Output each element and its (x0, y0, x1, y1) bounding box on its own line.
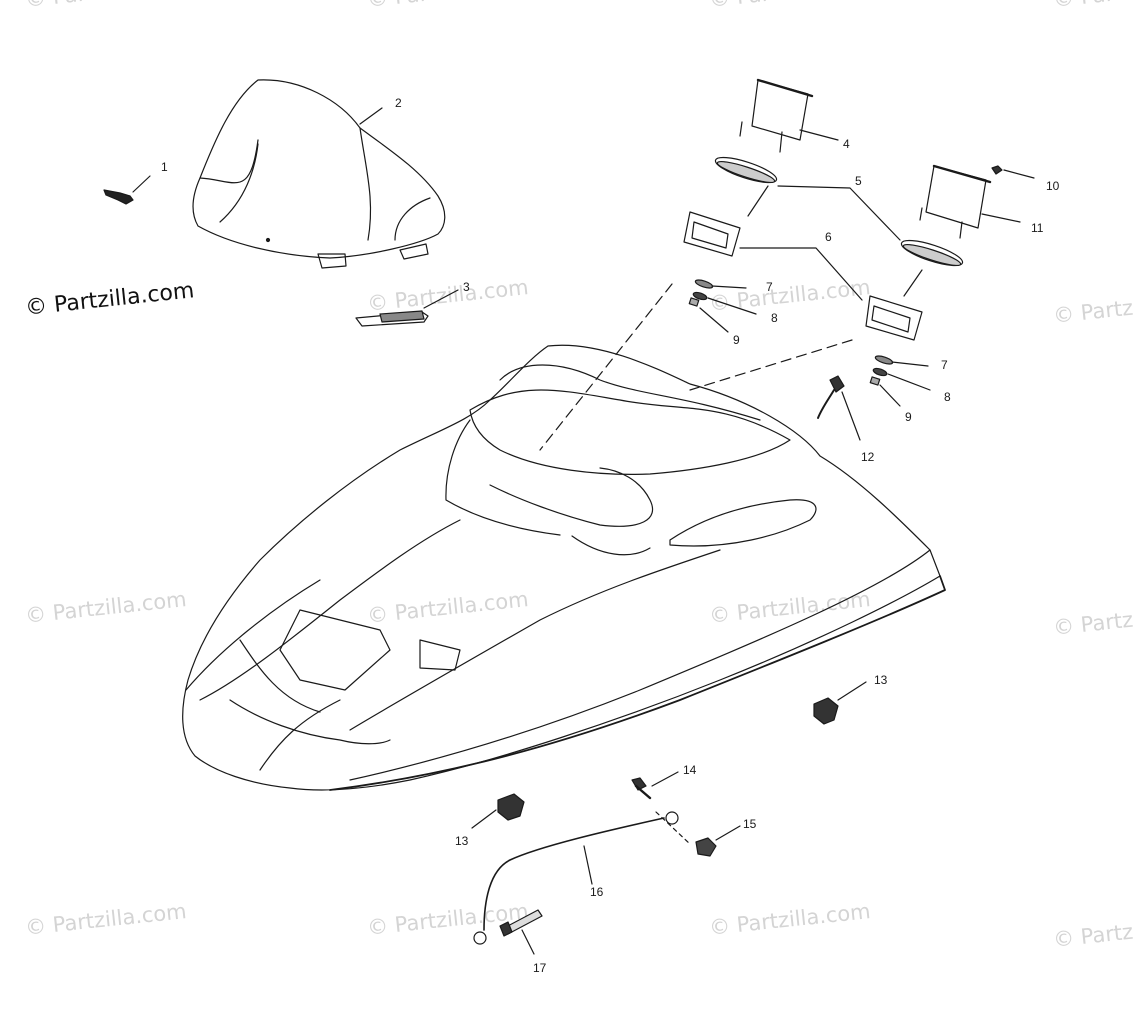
callout-2: 2 (395, 96, 402, 110)
gauge-bezel-part-6 (683, 211, 923, 341)
screw-part-10 (991, 165, 1035, 179)
callout-15: 15 (743, 817, 757, 831)
callout-8: 8 (944, 390, 951, 404)
callout-1: 1 (161, 160, 168, 174)
bolt-part-14 (631, 771, 679, 800)
sensor-part-12 (817, 375, 861, 441)
callout-10: 10 (1046, 179, 1060, 193)
hood-part (182, 344, 946, 791)
stud-parts (688, 279, 931, 407)
callout-3: 3 (463, 280, 470, 294)
callout-9: 9 (733, 333, 740, 347)
callout-6: 6 (825, 230, 832, 244)
callout-16: 16 (590, 885, 604, 899)
callout-7: 7 (766, 280, 773, 294)
callout-13: 13 (455, 834, 469, 848)
windshield-part (192, 79, 446, 269)
gauge-part-4 (739, 78, 839, 153)
rivet-part-17 (499, 909, 543, 955)
callout-7: 7 (941, 358, 948, 372)
gauge-ring-part-5 (714, 156, 964, 267)
callout-9: 9 (905, 410, 912, 424)
clip-parts-13 (471, 681, 867, 829)
callout-17: 17 (533, 961, 547, 975)
callout-8: 8 (771, 311, 778, 325)
callout-11: 11 (1031, 221, 1044, 235)
nut-part-15 (695, 825, 741, 857)
screw-part (103, 175, 151, 205)
callout-13: 13 (874, 673, 888, 687)
strap-part (355, 289, 459, 327)
gauge-part-11 (919, 164, 1021, 239)
assembly-line (539, 185, 923, 451)
callout-4: 4 (843, 137, 850, 151)
callout-14: 14 (683, 763, 697, 777)
callout-5: 5 (855, 174, 862, 188)
tether-cable-part-16 (473, 811, 691, 945)
callout-12: 12 (861, 450, 875, 464)
